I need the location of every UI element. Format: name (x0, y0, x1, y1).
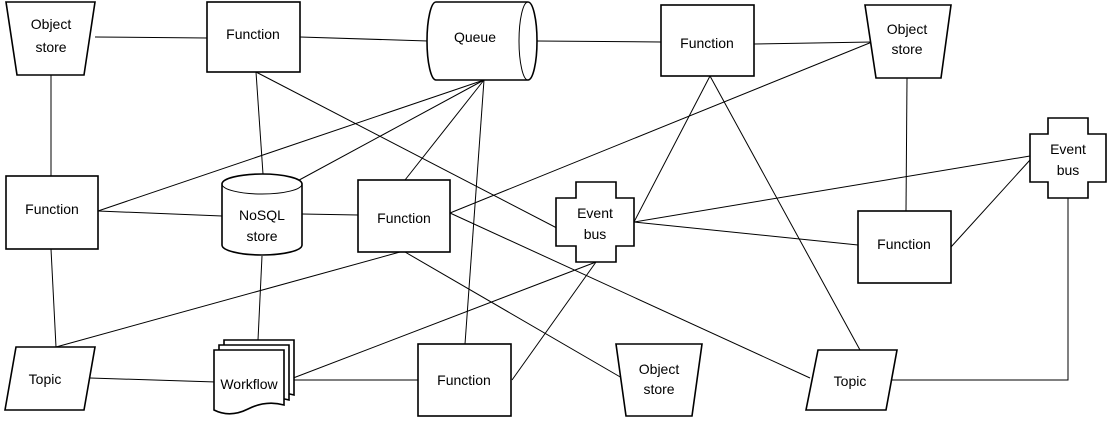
svg-text:bus: bus (1057, 162, 1080, 178)
edge-func-top2-topic-right (709, 75, 861, 351)
topic-left: Topic (4, 346, 96, 411)
svg-text:Workflow: Workflow (220, 376, 278, 392)
edge-topic-right-eventbus-right (890, 198, 1069, 381)
edge-func-top2-eventbus-mid (633, 75, 711, 223)
edge-func-mid-objstore-tr (449, 41, 873, 214)
svg-text:bus: bus (584, 226, 607, 242)
event-bus-right: Event bus (1029, 117, 1107, 199)
svg-text:store: store (246, 228, 277, 244)
edge-func-left-nosql (97, 210, 223, 217)
nosql-store: NoSQL store (221, 173, 303, 256)
edge-queue-func-top2 (536, 40, 662, 43)
event-bus-middle: Event bus (555, 181, 635, 263)
function-top-2: Function (660, 4, 755, 77)
svg-text:Queue: Queue (454, 29, 496, 45)
edge-func-bottom-eventbus-mid (511, 261, 597, 381)
edge-func-top1-nosql (255, 71, 264, 175)
svg-text:store: store (35, 39, 66, 55)
svg-text:Object: Object (887, 21, 928, 37)
svg-text:store: store (891, 41, 922, 57)
svg-text:Function: Function (680, 35, 734, 51)
edge-nosql-workflow (257, 255, 263, 341)
svg-text:Function: Function (25, 201, 79, 217)
edge-func-mid-topic-right (449, 212, 811, 379)
svg-text:NoSQL: NoSQL (239, 207, 285, 223)
svg-text:Event: Event (1050, 141, 1086, 157)
connections (50, 36, 1069, 383)
edge-func-top1-eventbus-mid (255, 71, 581, 241)
object-store-top-right: Object store (864, 4, 952, 79)
svg-text:Function: Function (437, 372, 491, 388)
svg-text:Function: Function (377, 210, 431, 226)
function-top-1: Function (206, 1, 301, 73)
edge-objstore-func-top1 (94, 36, 208, 39)
svg-text:Topic: Topic (834, 373, 867, 389)
edge-topic-left-workflow (89, 377, 217, 383)
svg-text:Topic: Topic (29, 371, 62, 387)
edge-func-left-queue (97, 79, 485, 212)
edge-func-left-topic-left (50, 248, 57, 348)
edge-eventbus-mid-eventbus-right (633, 155, 1031, 223)
edge-func-right-eventbus-right (950, 159, 1031, 248)
edge-func-top1-queue (299, 36, 429, 42)
svg-text:Function: Function (877, 236, 931, 252)
topic-right: Topic (805, 349, 898, 411)
edge-func-mid-topic-left (55, 251, 401, 348)
edge-queue-func-mid (404, 79, 485, 181)
svg-text:store: store (643, 381, 674, 397)
workflow: Workflow (213, 339, 295, 415)
edge-queue-func-bottom (464, 79, 485, 345)
function-left: Function (5, 175, 99, 250)
edge-workflow-eventbus-mid (287, 261, 597, 381)
edge-func-mid-objstore-bottom (404, 251, 623, 379)
edge-nosql-func-mid (301, 213, 359, 216)
function-bottom: Function (417, 343, 512, 417)
function-right: Function (857, 210, 952, 284)
svg-text:Event: Event (577, 205, 613, 221)
object-store-top-left: Object store (5, 1, 96, 76)
function-middle: Function (357, 179, 451, 253)
edge-queue-nosql (289, 79, 485, 186)
queue: Queue (426, 1, 538, 81)
edge-objstore-tr-func-right (905, 77, 908, 212)
svg-text:Object: Object (639, 361, 680, 377)
edge-eventbus-mid-func-right (633, 221, 859, 246)
svg-text:Object: Object (31, 16, 72, 32)
object-store-bottom: Object store (615, 343, 703, 417)
edge-func-top2-objstore-tr (753, 41, 873, 45)
svg-text:Function: Function (226, 26, 280, 42)
